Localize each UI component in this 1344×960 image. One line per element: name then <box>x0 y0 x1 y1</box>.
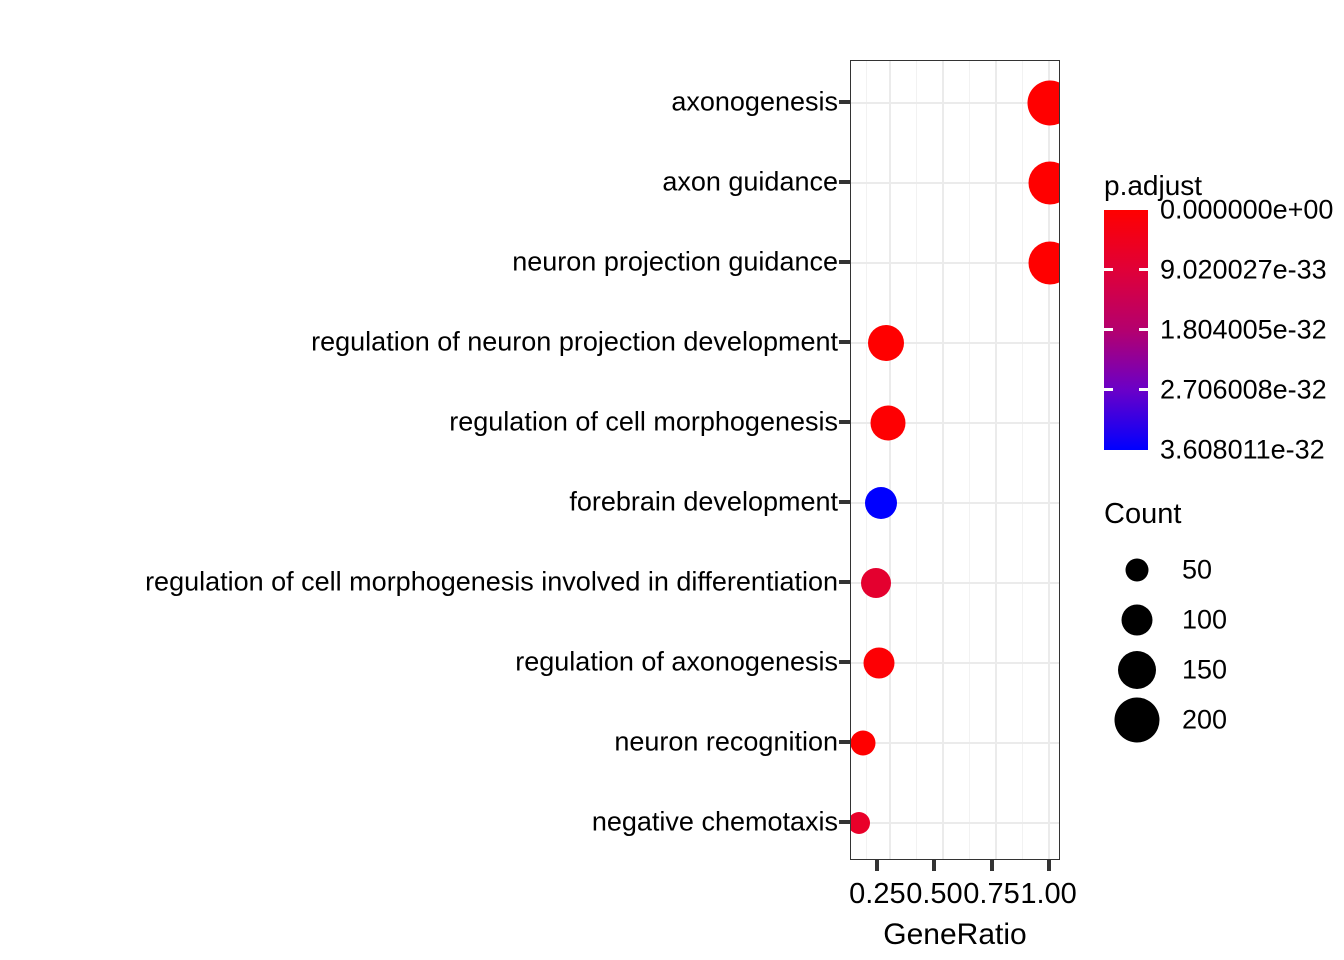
y-axis-label: regulation of cell morphogenesis involve… <box>145 566 838 597</box>
data-point <box>860 568 891 598</box>
gridline-minor <box>915 61 917 859</box>
gridline-horizontal <box>851 262 1059 265</box>
colorbar-tick <box>1139 268 1148 271</box>
gridline-horizontal <box>851 662 1059 665</box>
gridline-major-0.50 <box>942 61 945 859</box>
y-axis-tick <box>839 740 850 744</box>
y-axis-label: forebrain development <box>569 486 838 517</box>
data-point <box>863 647 895 679</box>
gridline-minor <box>968 61 970 859</box>
legend-count-title: Count <box>1104 498 1182 530</box>
count-legend-label: 100 <box>1182 604 1228 635</box>
x-axis-title: GeneRatio <box>883 918 1027 951</box>
y-axis-tick <box>839 820 850 824</box>
data-point <box>851 730 876 756</box>
data-point <box>868 325 905 361</box>
colorbar-label: 9.020027e-33 <box>1160 254 1327 285</box>
x-axis-tick-label: 0.25 <box>849 878 906 910</box>
x-axis-tick-label: 0.50 <box>906 878 963 910</box>
colorbar-label: 0.000000e+00 <box>1160 194 1334 225</box>
data-point <box>1028 241 1059 285</box>
count-legend-dot <box>1121 604 1153 636</box>
count-legend-label: 50 <box>1182 554 1213 585</box>
count-legend-dot <box>1118 651 1156 689</box>
count-legend-dot <box>1114 697 1160 743</box>
y-axis-label: axon guidance <box>662 166 838 197</box>
y-axis-tick <box>839 340 850 344</box>
colorbar-label: 3.608011e-32 <box>1160 434 1325 465</box>
x-axis-tick <box>932 860 937 871</box>
y-axis-tick <box>839 580 850 584</box>
gridline-minor <box>865 61 867 859</box>
y-axis-label: regulation of neuron projection developm… <box>311 326 838 357</box>
data-point <box>1028 161 1059 205</box>
x-axis-tick <box>989 860 994 871</box>
x-axis-tick-label: 1.00 <box>1020 878 1077 910</box>
legend-p-adjust-title: p.adjust <box>1104 170 1203 201</box>
gridline-horizontal <box>851 582 1059 585</box>
count-legend-label: 150 <box>1182 654 1228 685</box>
x-axis-tick <box>1046 860 1051 871</box>
data-point <box>1027 80 1059 126</box>
colorbar-label: 2.706008e-32 <box>1160 374 1327 405</box>
count-legend-dot <box>1125 558 1149 582</box>
y-axis-label: regulation of axonogenesis <box>515 646 838 677</box>
gridline-minor <box>1021 61 1023 859</box>
y-axis-tick <box>839 660 850 664</box>
y-axis-label: axonogenesis <box>671 86 838 117</box>
data-point <box>870 405 906 441</box>
gridline-horizontal <box>851 182 1059 185</box>
y-axis-label: neuron recognition <box>614 726 838 757</box>
plot-panel <box>850 60 1060 860</box>
color-gradient-bar <box>1104 210 1148 450</box>
data-point <box>865 487 898 519</box>
gridline-horizontal <box>851 342 1059 345</box>
colorbar-tick <box>1139 328 1148 331</box>
y-axis-label: negative chemotaxis <box>591 806 838 837</box>
colorbar-tick <box>1139 388 1148 391</box>
y-axis-tick <box>839 420 850 424</box>
y-axis-tick <box>839 500 850 504</box>
colorbar-label: 1.804005e-32 <box>1160 314 1327 345</box>
gridline-horizontal <box>851 422 1059 425</box>
y-axis-label: neuron projection guidance <box>512 246 838 277</box>
y-axis-tick <box>839 260 850 264</box>
gridline-major-1.00 <box>1048 61 1051 859</box>
gridline-horizontal <box>851 822 1059 825</box>
gridline-major-0.25 <box>889 61 892 859</box>
x-axis-tick <box>875 860 880 871</box>
colorbar-tick <box>1104 268 1113 271</box>
y-axis-tick <box>839 180 850 184</box>
x-axis-tick-label: 0.75 <box>963 878 1020 910</box>
colorbar-tick <box>1104 388 1113 391</box>
count-legend-label: 200 <box>1182 704 1228 735</box>
gridline-major-0.75 <box>995 61 998 859</box>
gridline-horizontal <box>851 102 1059 105</box>
colorbar-tick <box>1104 328 1113 331</box>
gridline-horizontal <box>851 742 1059 745</box>
gridline-horizontal <box>851 502 1059 505</box>
y-axis-tick <box>839 100 850 104</box>
y-axis-label: regulation of cell morphogenesis <box>449 406 838 437</box>
data-point <box>851 812 870 834</box>
